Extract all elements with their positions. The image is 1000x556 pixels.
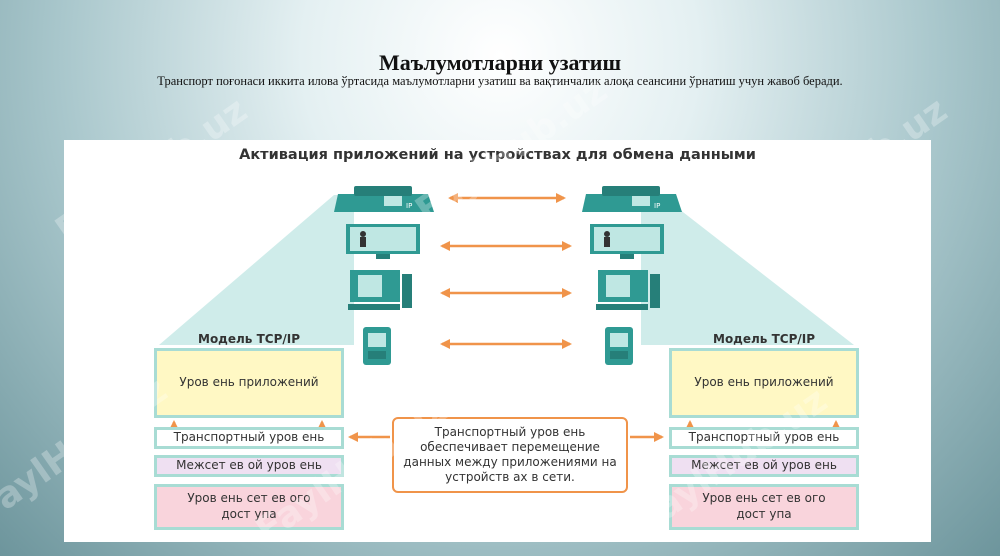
right-monitor-icon (590, 224, 664, 259)
left-transport-layer: Транспортный уров ень (154, 427, 344, 449)
left-monitor-icon (346, 224, 420, 259)
transport-callout: Транспортный уров ень обеспечивает перем… (392, 417, 628, 493)
left-model-label: Модель TCP/IP (198, 332, 300, 346)
diagram-figure: IP IP (64, 140, 931, 542)
right-beam (641, 195, 854, 345)
slide-subtitle: Транспорт поғонаси иккита илова ўртасида… (157, 74, 843, 88)
left-ip-phone-icon: IP (334, 186, 434, 212)
svg-text:IP: IP (406, 202, 412, 210)
left-internet-layer: Межсет ев ой уров ень (154, 455, 344, 477)
right-computer-icon (596, 270, 660, 310)
left-network-access-layer: Уров ень сет ев ого дост упа (154, 484, 344, 530)
right-model-label: Модель TCP/IP (713, 332, 815, 346)
left-beam (159, 195, 354, 345)
diagram-graphics: IP IP (159, 186, 854, 448)
left-application-layer: Уров ень приложений (154, 348, 344, 418)
slide-title: Маълумотларни узатиш (378, 50, 622, 75)
right-pda-icon (605, 327, 633, 365)
right-internet-layer: Межсет ев ой уров ень (669, 455, 859, 477)
right-transport-layer: Транспортный уров ень (669, 427, 859, 449)
svg-text:IP: IP (654, 202, 660, 210)
left-computer-icon (348, 270, 412, 310)
right-ip-phone-icon: IP (582, 186, 682, 212)
right-application-layer: Уров ень приложений (669, 348, 859, 418)
figure-title: Активация приложений на устройствах для … (239, 147, 756, 163)
right-network-access-layer: Уров ень сет ев ого дост упа (669, 484, 859, 530)
left-pda-icon (363, 327, 391, 365)
